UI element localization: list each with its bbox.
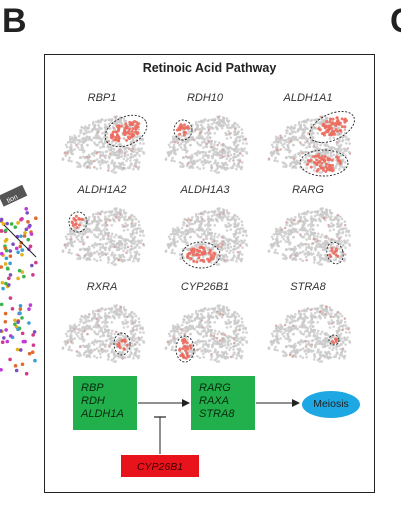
upstream-gene-3: ALDH1A: [81, 408, 124, 420]
gene-label-rarg: RARG: [292, 184, 324, 196]
highlight-ellipse: [104, 114, 148, 148]
highlight-ellipse: [113, 332, 131, 356]
meiosis-oval: Meiosis: [302, 391, 360, 418]
left-neighbor-panel-fragment: tion: [0, 185, 38, 376]
receptor-gene-1: RARG: [199, 382, 231, 394]
gene-label-rdh10: RDH10: [186, 92, 224, 104]
panel-label-c: C: [390, 2, 401, 41]
gene-label-aldh1a1: ALDH1A1: [283, 92, 333, 104]
tsne-plot-rdh10: [164, 115, 249, 174]
receptor-genes-box: RARG RAXA STRA8: [191, 376, 255, 430]
highlight-ellipse: [328, 334, 340, 346]
gene-label-rxra: RXRA: [86, 281, 118, 293]
inhibitor-box: CYP26B1: [121, 455, 199, 477]
tsne-plot-aldh1a1: [267, 111, 355, 177]
tsne-plot-aldh1a2: [61, 207, 146, 266]
tsne-plot-rarg: [267, 207, 352, 266]
upstream-gene-2: RDH: [81, 395, 105, 407]
gene-label-aldh1a3: ALDH1A3: [180, 184, 230, 196]
highlight-ellipse: [173, 119, 193, 141]
panel-title: Retinoic Acid Pathway: [142, 61, 277, 75]
gene-label-rbp1: RBP1: [87, 92, 117, 104]
gene-label-stra8: STRA8: [290, 281, 326, 293]
highlight-ellipse: [181, 241, 221, 269]
panel-label-b: B: [2, 2, 27, 40]
upstream-genes-box: RBP RDH ALDH1A: [73, 376, 137, 430]
left-cut-label: tion: [6, 194, 19, 205]
gene-label-aldh1a2: ALDH1A2: [77, 184, 127, 196]
tsne-plot-rbp1: [61, 114, 148, 174]
tsne-plot-rxra: [61, 304, 146, 363]
upstream-gene-1: RBP: [81, 382, 104, 394]
highlight-ellipse: [175, 335, 195, 363]
highlight-ellipse: [299, 149, 349, 177]
tsne-plot-cyp26b1: [164, 304, 249, 363]
gene-label-cyp26b1: CYP26B1: [180, 281, 230, 293]
receptor-gene-2: RAXA: [199, 395, 229, 407]
pathway-panel: Retinoic Acid Pathway RBP1 RDH10 ALDH1A1…: [44, 54, 375, 493]
tsne-plot-stra8: [267, 304, 352, 363]
pathway-arrows: [138, 399, 300, 454]
receptor-gene-3: STRA8: [199, 408, 235, 420]
highlight-ellipse: [68, 211, 88, 233]
tsne-plot-aldh1a3: [164, 207, 249, 269]
